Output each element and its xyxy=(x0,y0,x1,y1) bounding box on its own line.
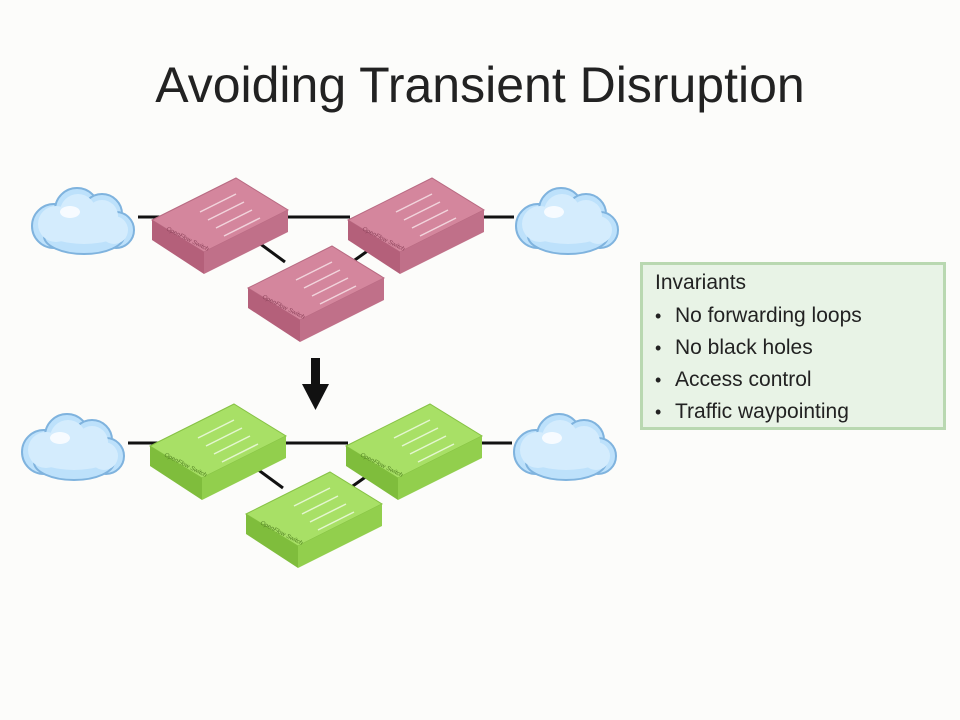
slide-title: Avoiding Transient Disruption xyxy=(155,57,805,113)
list-item: • No forwarding loops xyxy=(655,303,862,335)
openflow-switch-icon: OpenFlow Switch xyxy=(244,471,384,568)
openflow-switch-icon: OpenFlow Switch xyxy=(246,245,386,342)
top-network: OpenFlow Switch OpenFlow Switch OpenFlow… xyxy=(31,177,619,342)
bullet-icon: • xyxy=(655,338,662,358)
list-item: • Access control xyxy=(655,367,862,399)
bottom-network: OpenFlow Switch OpenFlow Switch OpenFlow… xyxy=(21,403,617,568)
invariant-label: Traffic waypointing xyxy=(675,400,849,423)
list-item: • No black holes xyxy=(655,335,862,367)
cloud-icon xyxy=(513,413,617,481)
invariant-label: No black holes xyxy=(675,336,813,359)
openflow-switch-icon: OpenFlow Switch xyxy=(344,403,484,500)
bullet-icon: • xyxy=(655,306,662,326)
invariants-box: Invariants • No forwarding loops • No blac… xyxy=(640,262,946,430)
list-item: • Traffic waypointing xyxy=(655,399,862,431)
invariant-label: Access control xyxy=(675,368,812,391)
openflow-switch-icon: OpenFlow Switch xyxy=(148,403,288,500)
cloud-icon xyxy=(21,413,125,481)
bullet-icon: • xyxy=(655,402,662,422)
openflow-switch-icon: OpenFlow Switch xyxy=(346,177,486,274)
invariants-list: • No forwarding loops • No black holes • Ac… xyxy=(655,303,862,431)
cloud-icon xyxy=(31,187,135,255)
invariants-title: Invariants xyxy=(655,271,747,294)
openflow-switch-icon: OpenFlow Switch xyxy=(150,177,290,274)
bullet-icon: • xyxy=(655,370,662,390)
cloud-icon xyxy=(515,187,619,255)
invariant-label: No forwarding loops xyxy=(675,304,862,327)
down-arrow-icon xyxy=(302,358,329,410)
